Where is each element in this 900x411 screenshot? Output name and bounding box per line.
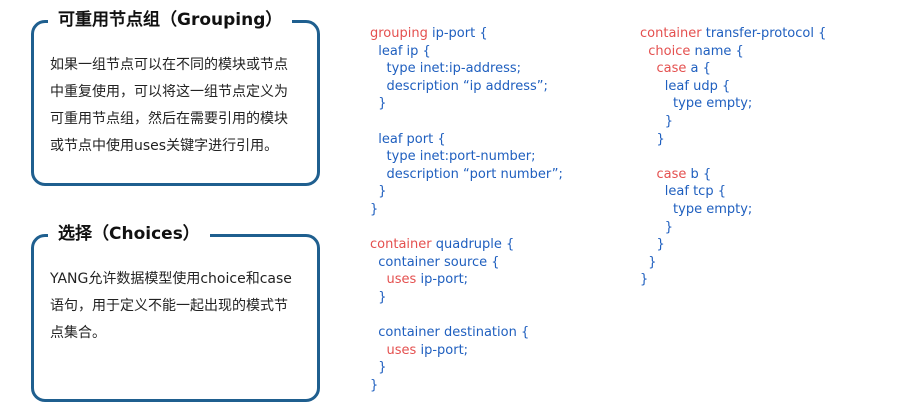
grouping-line: 或节点中使用uses关键字进行引用。 <box>50 138 279 154</box>
code-line: container destination { <box>370 324 563 342</box>
code-text: type inet:port-number; <box>370 149 536 165</box>
choices-line: 点集合。 <box>50 325 106 341</box>
code-line: leaf tcp { <box>640 183 826 201</box>
code-line: choice name { <box>640 43 826 61</box>
code-line <box>640 148 826 166</box>
code-text: b { <box>686 166 712 182</box>
grouping-line: 中重复使用，可以将这一组节点定义为 <box>50 84 288 100</box>
code-block-choice: container transfer-protocol { choice nam… <box>640 25 826 289</box>
code-text: ip-port; <box>416 272 469 288</box>
code-text <box>640 61 657 76</box>
code-text <box>640 167 657 182</box>
code-line: description “ip address”; <box>370 78 563 96</box>
code-line: container transfer-protocol { <box>640 25 826 43</box>
code-text: } <box>370 201 379 217</box>
code-text: } <box>640 131 665 147</box>
code-text: transfer-protocol { <box>701 26 827 41</box>
code-line: } <box>370 377 563 395</box>
code-line: type inet:port-number; <box>370 148 563 166</box>
code-text <box>370 272 387 287</box>
code-line: } <box>370 183 563 201</box>
code-text: container source { <box>370 254 500 270</box>
code-block-grouping: grouping ip-port { leaf ip { type inet:i… <box>370 25 563 394</box>
code-keyword: choice <box>648 43 691 59</box>
code-line: type inet:ip-address; <box>370 60 563 78</box>
code-text: type empty; <box>640 96 753 112</box>
code-text: } <box>640 113 674 129</box>
code-line: leaf ip { <box>370 43 563 61</box>
code-line: } <box>640 271 826 289</box>
choices-card-title: 选择（Choices） <box>48 223 210 245</box>
code-text <box>370 343 387 358</box>
code-text: type empty; <box>640 201 753 217</box>
grouping-line: 如果一组节点可以在不同的模块或节点 <box>50 57 288 73</box>
code-text: } <box>370 377 379 393</box>
code-line: } <box>640 113 826 131</box>
code-line: type empty; <box>640 201 826 219</box>
code-text: name { <box>690 43 744 59</box>
code-text: description “ip address”; <box>370 78 548 94</box>
choices-card-body: YANG允许数据模型使用choice和case 语句，用于定义不能一起出现的模式… <box>50 266 312 347</box>
code-line: uses ip-port; <box>370 271 563 289</box>
code-line: leaf udp { <box>640 78 826 96</box>
code-text: } <box>640 272 649 288</box>
code-line: } <box>640 219 826 237</box>
code-line <box>370 219 563 237</box>
code-text: type inet:ip-address; <box>370 61 522 77</box>
code-line: description “port number”; <box>370 166 563 184</box>
code-line: uses ip-port; <box>370 342 563 360</box>
code-line: } <box>640 131 826 149</box>
choices-line: 语句，用于定义不能一起出现的模式节 <box>50 298 288 314</box>
code-line: type empty; <box>640 95 826 113</box>
code-line: case b { <box>640 166 826 184</box>
code-text: quadruple { <box>431 237 515 253</box>
code-text: } <box>640 254 657 270</box>
code-text: } <box>370 96 387 112</box>
code-line <box>370 113 563 131</box>
code-keyword: case <box>656 61 687 77</box>
code-text: } <box>640 237 665 253</box>
code-line: container quadruple { <box>370 236 563 254</box>
grouping-card-body: 如果一组节点可以在不同的模块或节点 中重复使用，可以将这一组节点定义为 可重用节… <box>50 52 312 160</box>
code-line: } <box>370 201 563 219</box>
code-line: } <box>640 254 826 272</box>
code-text: } <box>370 360 387 376</box>
code-text: } <box>370 184 387 200</box>
code-keyword: uses <box>386 342 417 358</box>
code-text: leaf tcp { <box>640 184 726 200</box>
code-line: } <box>640 236 826 254</box>
grouping-line: 可重用节点组，然后在需要引用的模块 <box>50 111 288 127</box>
code-text: } <box>640 219 674 235</box>
code-text: ip-port { <box>427 26 488 41</box>
code-text: leaf port { <box>370 131 446 147</box>
choices-line: YANG允许数据模型使用choice和case <box>50 271 292 287</box>
code-line: grouping ip-port { <box>370 25 563 43</box>
code-line: } <box>370 289 563 307</box>
code-line <box>370 307 563 325</box>
code-text: leaf ip { <box>370 43 431 59</box>
code-keyword: grouping <box>370 26 428 41</box>
code-line: container source { <box>370 254 563 272</box>
grouping-card-title: 可重用节点组（Grouping） <box>48 9 293 31</box>
code-keyword: container <box>370 237 432 253</box>
code-text: a { <box>686 61 711 77</box>
code-text: container destination { <box>370 325 530 341</box>
code-line: leaf port { <box>370 131 563 149</box>
code-keyword: container <box>640 26 702 41</box>
code-text: description “port number”; <box>370 166 563 182</box>
code-text: } <box>370 289 387 305</box>
code-text: ip-port; <box>416 342 469 358</box>
code-keyword: uses <box>386 272 417 288</box>
code-line: } <box>370 359 563 377</box>
code-text: leaf udp { <box>640 78 731 94</box>
code-line: case a { <box>640 60 826 78</box>
code-keyword: case <box>656 166 687 182</box>
code-line: } <box>370 95 563 113</box>
